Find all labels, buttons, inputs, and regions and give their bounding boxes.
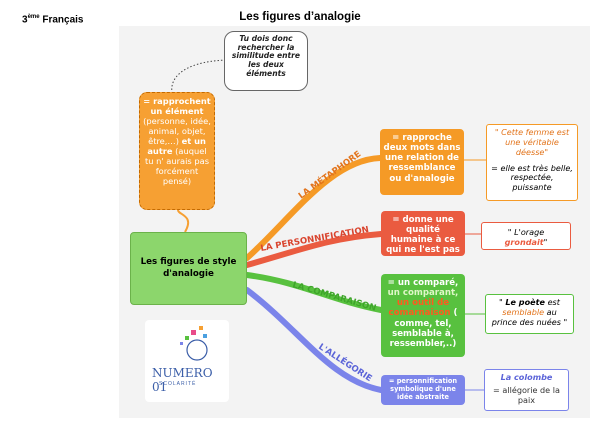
page-title: Les figures d’analogie <box>239 11 361 23</box>
branch-allegorie <box>244 287 384 393</box>
analogy-definition-box: = rapprochent un élément (personne, idée… <box>139 92 215 210</box>
logo-text: NUMERO 01 <box>152 366 213 394</box>
class-level-label: 3ème Français <box>22 14 84 26</box>
logo-graphic <box>180 326 208 361</box>
branch-label-comparaison: LA COMPARAISON <box>291 280 377 313</box>
branch-personnification <box>244 231 384 268</box>
reminder-note: Tu dois donc rechercher la similitude en… <box>224 31 308 91</box>
numero01-logo: NUMERO 01 SCOLARITÉ <box>145 320 229 402</box>
logo-subtext: SCOLARITÉ <box>159 381 197 387</box>
example-personnification: " L'orage grondait" <box>481 222 571 250</box>
link-note-dotted <box>171 59 227 93</box>
branch-metaphore <box>244 155 383 261</box>
branch-label-metaphore: LA MÉTAPHORE <box>296 148 364 202</box>
central-topic: Les figures de style d'analogie <box>130 232 247 305</box>
example-allegorie: La colombe = allégorie de la paix <box>484 369 569 411</box>
definition-personnification: = donne une qualité humaine à ce qui ne … <box>381 211 465 256</box>
link-analogy-center <box>177 209 190 233</box>
definition-allegorie: = personnification symbolique d'une idée… <box>381 375 465 405</box>
branch-comparaison <box>244 272 384 313</box>
example-metaphore: " Cette femme est une véritable déesse" … <box>486 124 578 201</box>
definition-comparaison: = un comparé, un comparant, un outil de … <box>381 274 465 357</box>
example-comparaison: " Le poète est semblable au prince des n… <box>485 294 574 334</box>
definition-metaphore: = rapproche deux mots dans une relation … <box>380 129 464 195</box>
